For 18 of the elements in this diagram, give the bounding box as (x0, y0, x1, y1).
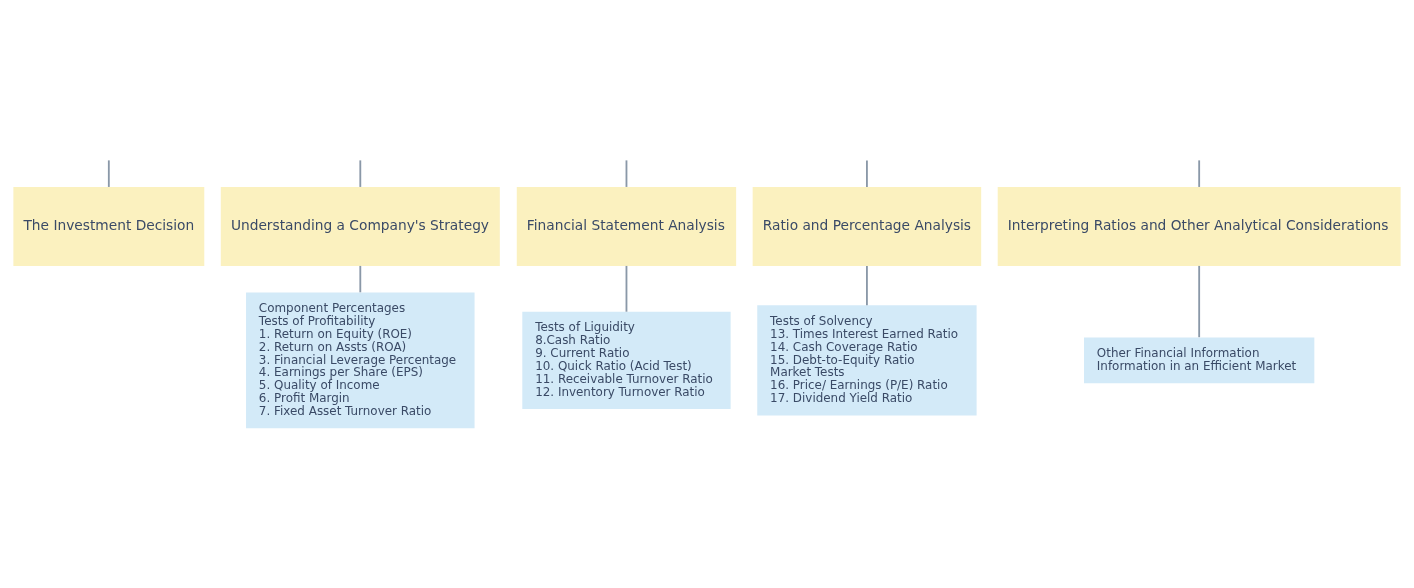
node-box: Financial Statement Analysis (516, 186, 737, 266)
node-box: Component Percentages Tests of Profitability 1. Return on Equity (ROE) 2. Return on Assts (ROA) 3. Financial Leverage Percentage 4. Earnings per Share (EPS) 5. Quality of Income 6. Profit Margin 7. Fixed Asset Turnover Ratio (246, 292, 475, 429)
node-box: Ratio and Percentage Analysis (752, 186, 982, 266)
connector (1198, 265, 1201, 339)
node-box: Other Financial Information Information in an Efficient Market (1084, 337, 1315, 384)
connector (866, 159, 868, 188)
connector (866, 265, 868, 307)
node-box: Tests of Solvency 13. Times Interest Earned Ratio 14. Cash Coverage Ratio 15. Debt-to-Equity Ratio Market Tests 16. Price/ Earnings (P/E) Ratio 17. Dividend Yield Ratio (757, 305, 977, 416)
connector (107, 159, 110, 188)
connector (625, 159, 628, 188)
node-box: Understanding a Company's Strategy (220, 186, 500, 266)
connector (359, 265, 362, 294)
node-box: The Investment Decision (13, 186, 205, 266)
node-box: Interpreting Ratios and Other Analytical Considerations (997, 186, 1401, 266)
connector (625, 265, 628, 313)
connector (1198, 159, 1201, 188)
connector (359, 159, 362, 188)
node-box: Tests of Liguidity 8.Cash Ratio 9. Current Ratio 10. Quick Ratio (Acid Test) 11. Receivable Turnover Ratio 12. Inventory Turnover Ratio (522, 311, 731, 410)
